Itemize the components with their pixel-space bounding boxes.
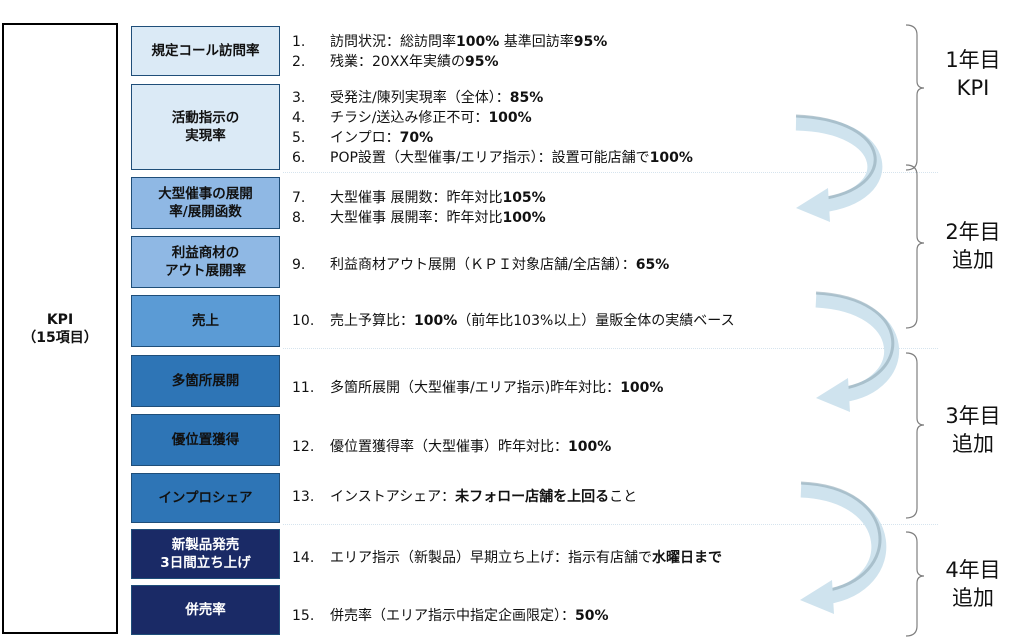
kpi-item-text: 売上予算比：	[330, 313, 414, 329]
kpi-item-value: 水曜日まで	[652, 550, 722, 566]
year-separator	[283, 348, 938, 349]
kpi-item-number: 12.	[292, 439, 315, 455]
kpi-item-number: 6.	[292, 150, 306, 166]
category-box: インプロシェア	[131, 473, 280, 523]
kpi-item-text: 優位置獲得率（大型催事）昨年対比：	[330, 439, 568, 455]
category-box: 大型催事の展開 率/展開函数	[131, 177, 280, 229]
kpi-item-value: 100%	[620, 380, 664, 396]
category-box: 活動指示の 実現率	[131, 84, 280, 170]
year-bracket	[905, 531, 925, 637]
year-bracket	[905, 352, 925, 519]
curved-arrow-icon	[800, 481, 887, 614]
kpi-item: 6. POP設置（大型催事/エリア指示）：設置可能店舗で100%	[292, 149, 693, 167]
kpi-item: 1. 訪問状況：総訪問率100% 基準回訪率95%	[292, 33, 607, 51]
kpi-item-value: 100%	[456, 34, 500, 50]
category-box: 売上	[131, 295, 280, 347]
year-label: 4年目 追加	[945, 558, 1001, 610]
kpi-item: 15. 併売率（エリア指示中指定企画限定）：50%	[292, 607, 609, 625]
kpi-item-text: こと	[609, 489, 638, 505]
kpi-item-value: 95%	[465, 54, 499, 70]
year-label: 2年目 追加	[945, 220, 1001, 272]
kpi-item-text: エリア指示（新製品）早期立ち上げ：指示有店舗で	[330, 550, 652, 566]
kpi-item-number: 8.	[292, 210, 306, 226]
year-label: 3年目 追加	[945, 404, 1001, 456]
curved-arrow-icon	[795, 114, 883, 222]
kpi-item: 5. インプロ：70%	[292, 129, 433, 147]
kpi-item: 9. 利益商材アウト展開（ＫＰＩ対象店舗/全店舗）：65%	[292, 256, 669, 274]
kpi-item: 7. 大型催事 展開数：昨年対比105%	[292, 189, 546, 207]
kpi-item-number: 9.	[292, 257, 306, 273]
kpi-item-value: 85%	[509, 90, 544, 106]
kpi-item-number: 1.	[292, 34, 306, 50]
kpi-item-number: 3.	[292, 90, 306, 106]
kpi-item-value: 65%	[635, 257, 670, 273]
kpi-item: 3. 受発注/陳列実現率（全体）：85%	[292, 89, 543, 107]
kpi-item-number: 15.	[292, 608, 315, 624]
kpi-item-number: 5.	[292, 130, 306, 146]
kpi-item-value: 100%	[649, 150, 693, 166]
kpi-item-number: 11.	[292, 380, 315, 396]
category-box: 多箇所展開	[131, 355, 280, 407]
category-box: 規定コール訪問率	[131, 26, 280, 76]
kpi-item: 13. インストアシェア：未フォロー店舗を上回ること	[292, 488, 637, 506]
kpi-item-number: 14.	[292, 550, 315, 566]
kpi-item-number: 13.	[292, 489, 315, 505]
kpi-item: 10. 売上予算比：100%（前年比103%以上）量販全体の実績ベース	[292, 312, 735, 330]
kpi-item-text: （前年比103%以上）量販全体の実績ベース	[457, 313, 735, 329]
category-box: 新製品発売 3日間立ち上げ	[131, 529, 280, 579]
kpi-item-number: 4.	[292, 110, 306, 126]
kpi-item-value: 100%	[414, 313, 458, 329]
kpi-item-text: インストアシェア：	[330, 489, 456, 505]
kpi-item-text: POP設置（大型催事/エリア指示）：設置可能店舗で	[330, 150, 650, 166]
category-box: 併売率	[131, 585, 280, 635]
kpi-item-value: 105%	[502, 190, 546, 206]
kpi-item-value: 100%	[488, 110, 532, 126]
kpi-item-value: 100%	[502, 210, 546, 226]
kpi-item-value: 70%	[399, 130, 434, 146]
kpi-item-text: インプロ：	[330, 130, 400, 146]
kpi-root-box: KPI （15項目）	[2, 23, 118, 634]
year-bracket	[905, 24, 925, 171]
year-bracket	[905, 164, 925, 329]
kpi-item-text: 残業：20XX年実績の	[330, 54, 465, 70]
kpi-item-text: 訪問状況：総訪問率	[330, 34, 456, 50]
kpi-item-value: 50%	[575, 608, 609, 624]
kpi-item-text: 基準回訪率	[499, 34, 574, 50]
kpi-item: 11. 多箇所展開（大型催事/エリア指示)昨年対比：100%	[292, 379, 663, 397]
kpi-item-text: 利益商材アウト展開（ＫＰＩ対象店舗/全店舗）：	[330, 257, 636, 273]
kpi-item-text: 受発注/陳列実現率（全体）：	[330, 90, 510, 106]
kpi-item-text: 大型催事 展開数：昨年対比	[330, 190, 503, 206]
kpi-item: 8. 大型催事 展開率：昨年対比100%	[292, 209, 546, 227]
year-separator	[283, 172, 938, 173]
category-box: 優位置獲得	[131, 414, 280, 466]
year-separator	[283, 524, 938, 525]
kpi-item-number: 10.	[292, 313, 315, 329]
kpi-item: 4. チラシ/送込み修正不可：100%	[292, 109, 532, 127]
kpi-item-value: 未フォロー店舗を上回る	[455, 489, 610, 505]
kpi-item-text: チラシ/送込み修正不可：	[330, 110, 489, 126]
curved-arrow-icon	[815, 291, 899, 412]
kpi-item-number: 2.	[292, 54, 306, 70]
kpi-item-number: 7.	[292, 190, 306, 206]
category-box: 利益商材の アウト展開率	[131, 236, 280, 288]
kpi-item: 14. エリア指示（新製品）早期立ち上げ：指示有店舗で水曜日まで	[292, 549, 722, 567]
kpi-item-text: 多箇所展開（大型催事/エリア指示)昨年対比：	[330, 380, 621, 396]
year-label: 1年目 KPI	[945, 48, 1001, 100]
kpi-item-text: 併売率（エリア指示中指定企画限定）：	[330, 608, 575, 624]
kpi-item: 2. 残業：20XX年実績の95%	[292, 53, 499, 71]
kpi-item-text: 大型催事 展開率：昨年対比	[330, 210, 503, 226]
kpi-item-value: 100%	[568, 439, 612, 455]
kpi-item: 12. 優位置獲得率（大型催事）昨年対比：100%	[292, 438, 611, 456]
kpi-item-value: 95%	[573, 34, 608, 50]
